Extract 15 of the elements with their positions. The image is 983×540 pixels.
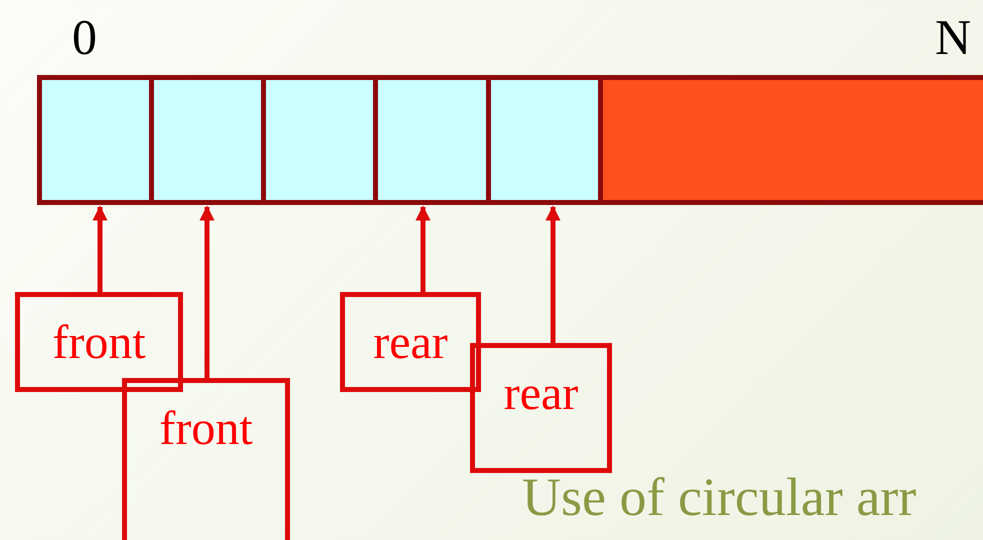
index-label: 0	[72, 12, 97, 62]
pointer-label: rear	[504, 370, 578, 418]
pointer-label-box	[340, 292, 481, 392]
arrow	[200, 206, 214, 378]
arrow	[92, 206, 108, 292]
pointer-label-box	[15, 292, 183, 392]
pointer-label-box	[122, 378, 290, 540]
pointer-label-box	[470, 343, 612, 473]
index-label: N	[935, 12, 972, 62]
pointer-label: rear	[373, 319, 448, 367]
pointer-label: front	[52, 319, 146, 367]
arrow	[416, 206, 430, 292]
arrow	[546, 206, 560, 343]
slide-caption: Use of circular arr	[522, 470, 916, 524]
pointer-label: front	[159, 405, 253, 453]
